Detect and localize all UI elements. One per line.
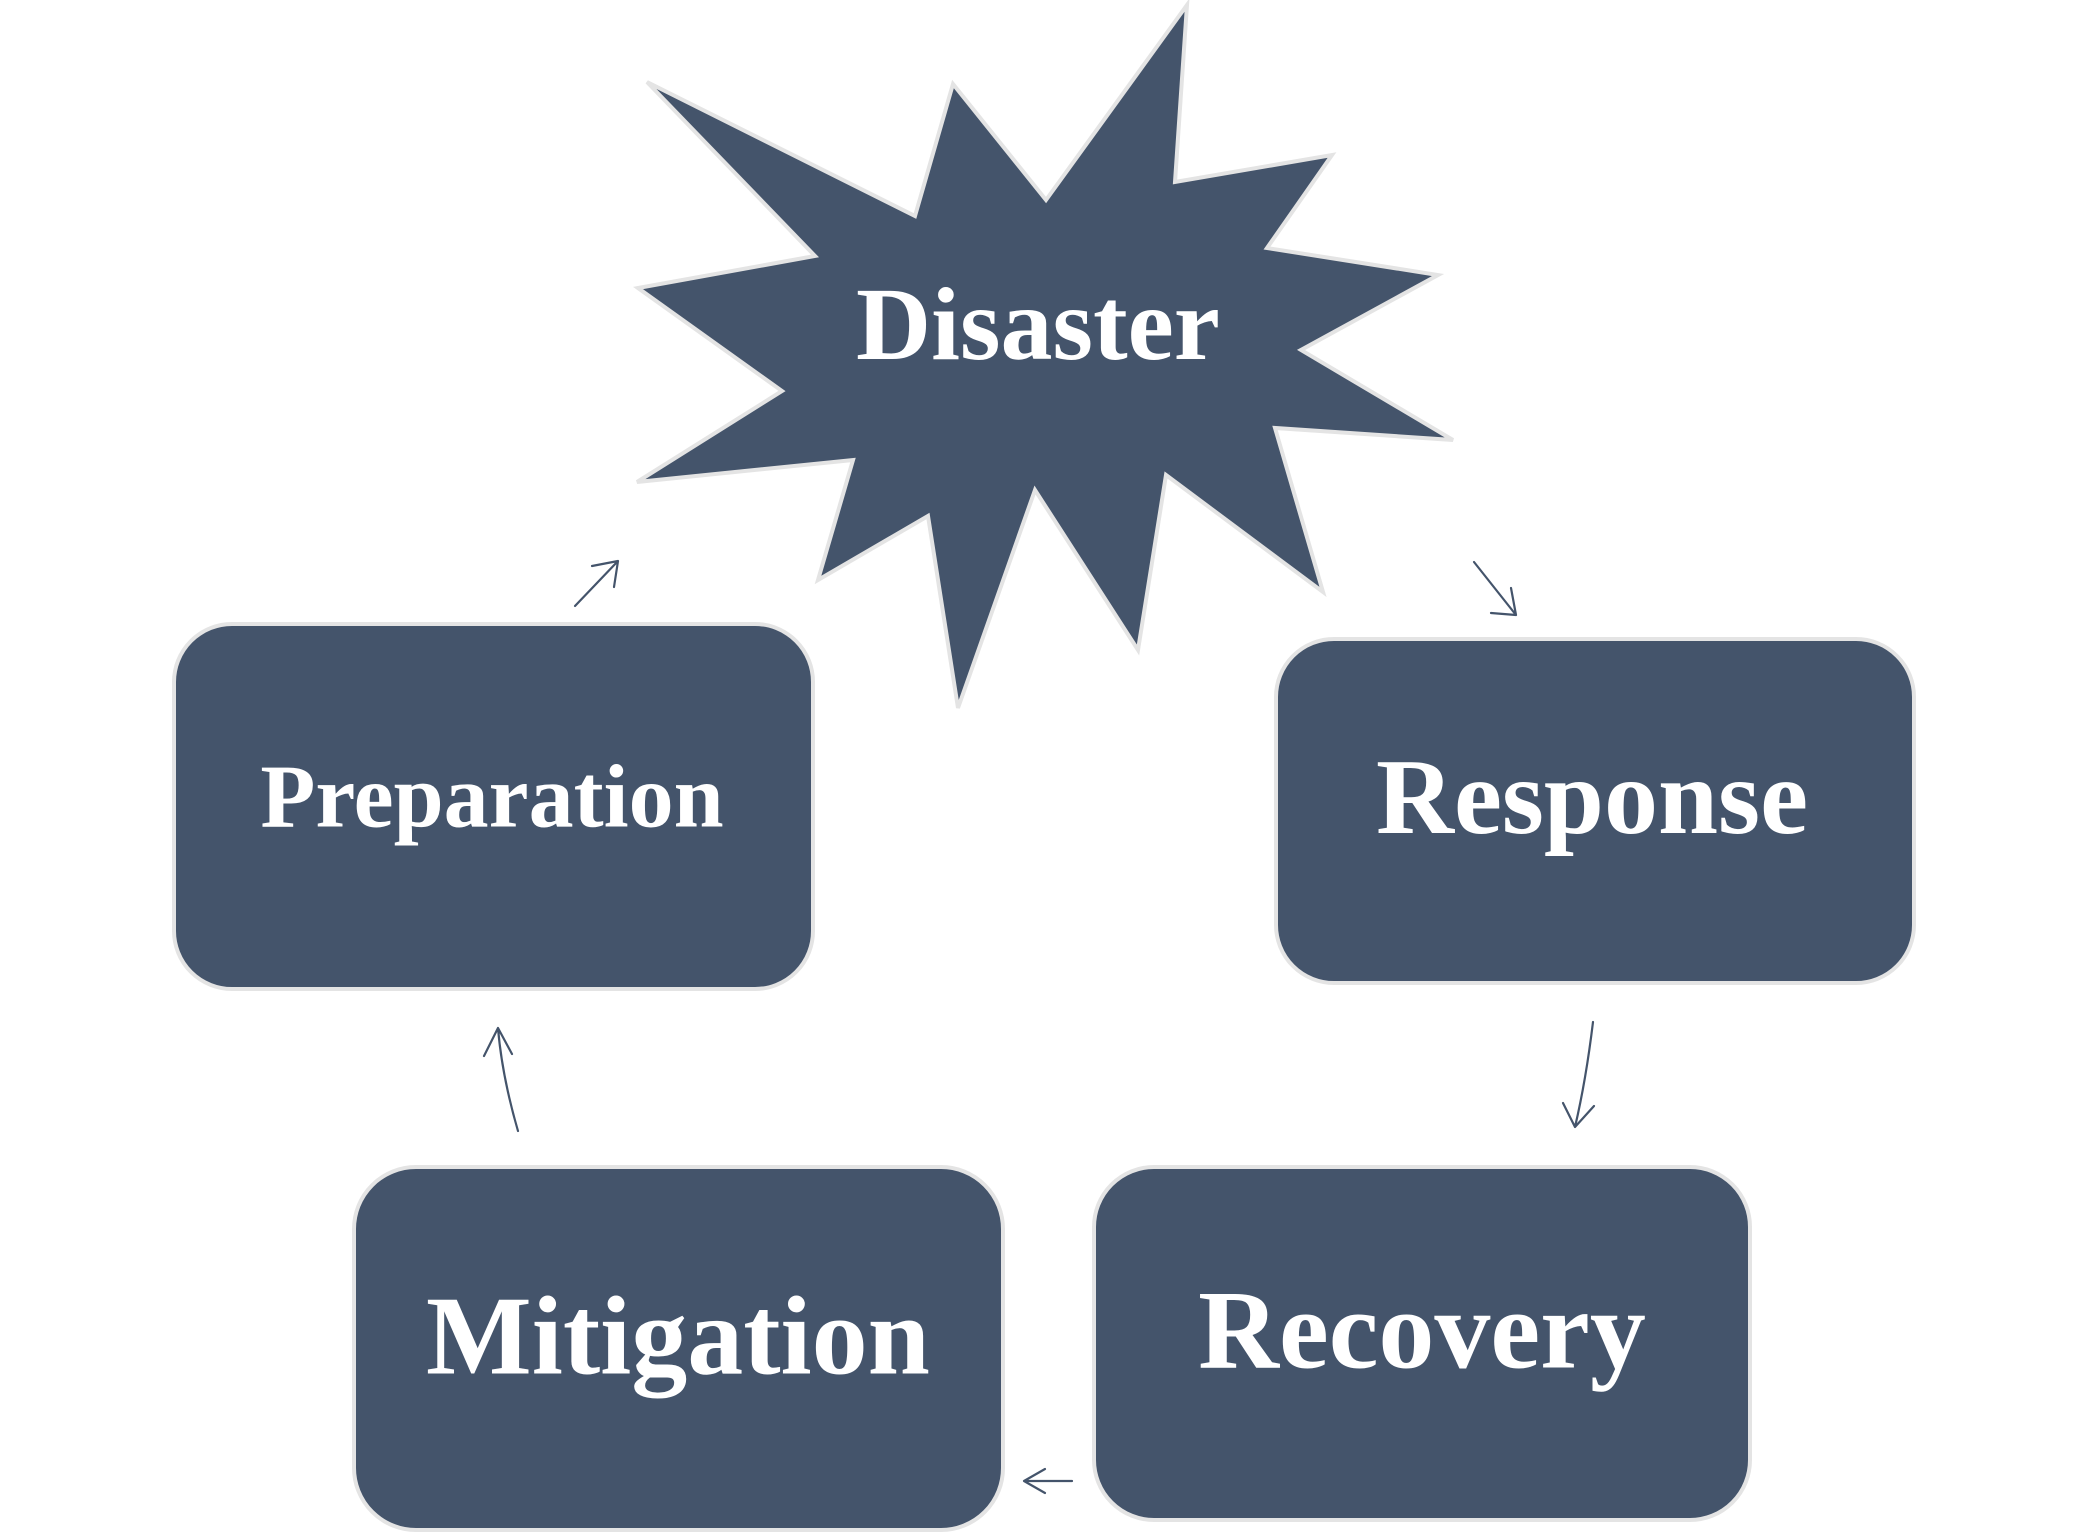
node-label-response: Response bbox=[1376, 738, 1808, 857]
mitigation-box bbox=[352, 1165, 1005, 1532]
preparation-box bbox=[172, 622, 815, 991]
edge-recovery-to-mitigation bbox=[1022, 1467, 1074, 1495]
node-label-preparation: Preparation bbox=[260, 748, 723, 847]
explosion-shape bbox=[632, 0, 1455, 709]
node-preparation: Preparation bbox=[172, 622, 815, 991]
arrow-icon bbox=[1561, 1020, 1596, 1129]
node-mitigation: Mitigation bbox=[352, 1165, 1005, 1532]
response-box bbox=[1274, 637, 1916, 985]
arrow-icon bbox=[573, 559, 620, 608]
recovery-box bbox=[1092, 1165, 1752, 1522]
node-label-disaster: Disaster bbox=[856, 267, 1220, 382]
node-disaster: Disaster bbox=[632, 0, 1455, 709]
node-label-recovery: Recovery bbox=[1198, 1269, 1646, 1393]
edge-response-to-recovery bbox=[1561, 1020, 1596, 1129]
edge-mitigation-to-preparation bbox=[482, 1026, 520, 1133]
edge-disaster-to-response bbox=[1472, 560, 1518, 617]
node-label-mitigation: Mitigation bbox=[426, 1275, 930, 1399]
arrow-icon bbox=[1472, 560, 1518, 617]
arrow-icon bbox=[1022, 1467, 1074, 1495]
edge-preparation-to-disaster bbox=[573, 559, 620, 608]
node-recovery: Recovery bbox=[1092, 1165, 1752, 1522]
arrow-icon bbox=[482, 1026, 520, 1133]
node-response: Response bbox=[1274, 637, 1916, 985]
